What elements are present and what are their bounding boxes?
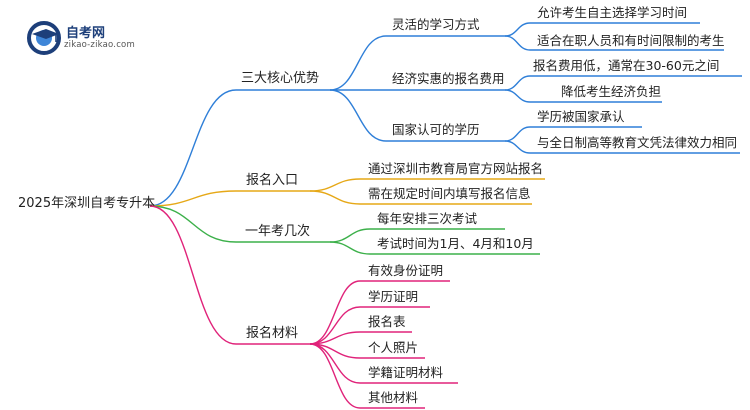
- link-advantages-flexible: [329, 35, 387, 91]
- leaf-other-materials: 其他材料: [368, 390, 419, 405]
- link-exams-2: [329, 241, 371, 255]
- leaf-fee-range: 报名费用低，通常在30-60元之间: [533, 58, 720, 73]
- link-flexible-2: [504, 35, 531, 51]
- branch-core-advantages: 三大核心优势: [241, 71, 320, 86]
- link-fees-2: [504, 89, 531, 103]
- graduation-cap-icon: [27, 21, 61, 55]
- topic-flexible-study: 灵活的学习方式: [392, 17, 480, 32]
- branch-registration-entry: 报名入口: [246, 173, 299, 188]
- leaf-id-proof: 有效身份证明: [368, 263, 444, 278]
- link-materials-6: [309, 343, 361, 409]
- leaf-education-proof: 学历证明: [368, 289, 419, 304]
- site-logo[interactable]: 自考网 zikao-zikao.com: [26, 18, 156, 58]
- link-degree-2: [504, 140, 531, 154]
- link-degree-1: [504, 126, 531, 142]
- branch-materials: 报名材料: [246, 326, 299, 341]
- mindmap-root: 2025年深圳自考专升本: [18, 196, 156, 211]
- link-entry-2: [309, 190, 361, 205]
- leaf-fill-in-time: 需在规定时间内填写报名信息: [368, 186, 531, 201]
- link-flexible-1: [504, 22, 531, 37]
- leaf-choose-time: 允许考生自主选择学习时间: [537, 5, 688, 20]
- leaf-state-recognized: 学历被国家承认: [537, 109, 625, 124]
- leaf-official-website: 通过深圳市教育局官方网站报名: [368, 161, 544, 176]
- link-root-advantages: [149, 89, 237, 207]
- logo-title: 自考网: [66, 26, 106, 41]
- link-fees-1: [504, 75, 531, 91]
- leaf-personal-photo: 个人照片: [368, 340, 419, 355]
- leaf-student-status: 学籍证明材料: [368, 365, 444, 380]
- leaf-exam-months: 考试时间为1月、4月和10月: [377, 236, 534, 251]
- link-root-entry: [149, 190, 237, 207]
- leaf-registration-form: 报名表: [368, 314, 406, 329]
- link-root-materials: [149, 205, 237, 345]
- leaf-lower-burden: 降低考生经济负担: [561, 84, 662, 99]
- leaf-working-people: 适合在职人员和有时间限制的考生: [537, 33, 725, 48]
- branch-exams-per-year: 一年考几次: [245, 224, 311, 239]
- topic-recognized-degree: 国家认可的学历: [392, 122, 480, 137]
- logo-subtitle: zikao-zikao.com: [64, 40, 135, 50]
- link-exams-1: [329, 228, 371, 243]
- link-root-exams: [149, 205, 237, 243]
- link-entry-1: [309, 178, 361, 192]
- link-advantages-degree: [329, 89, 387, 142]
- leaf-same-legal-effect: 与全日制高等教育文凭法律效力相同: [537, 135, 738, 150]
- leaf-three-exams: 每年安排三次考试: [377, 211, 478, 226]
- link-materials-1: [309, 280, 361, 345]
- topic-low-fees: 经济实惠的报名费用: [392, 71, 505, 86]
